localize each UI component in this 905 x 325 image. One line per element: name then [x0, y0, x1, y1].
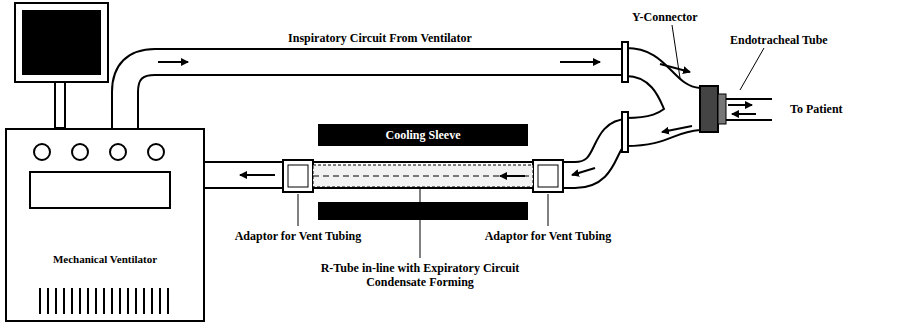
knob — [110, 144, 126, 160]
leader-lines — [298, 25, 764, 258]
knob — [148, 144, 164, 160]
part-label: Y-Connector — [632, 10, 698, 24]
knob — [34, 144, 50, 160]
r-tube — [313, 165, 533, 187]
inspiratory-tube-inner — [125, 62, 626, 130]
cooling-sleeve-band: Cooling Sleeve — [318, 124, 528, 146]
ventilator-box: Mechanical Ventilator — [5, 128, 205, 322]
part-label: R-Tube in-line with Expiratory Circuit C… — [295, 261, 545, 289]
vent-adaptor — [283, 160, 313, 192]
vent-adaptor — [533, 160, 563, 192]
part-label: Adaptor for Vent Tubing — [228, 229, 368, 243]
vent-adaptor — [288, 165, 308, 187]
display-panel — [30, 172, 170, 208]
part-label: To Patient — [790, 102, 843, 116]
tube-adaptor — [718, 94, 726, 124]
monitor-screen — [22, 10, 101, 75]
connector-joint — [622, 42, 628, 82]
vent-adaptor — [538, 165, 558, 187]
connector-joint — [622, 112, 628, 152]
tube-adaptor — [700, 86, 718, 132]
part-label: Adaptor for Vent Tubing — [478, 229, 618, 243]
band-label: Cooling Sleeve — [386, 128, 461, 142]
tube-label: Inspiratory Circuit From Ventilator — [288, 31, 472, 45]
endotracheal-tube — [726, 98, 772, 100]
device-label: Mechanical Ventilator — [7, 252, 203, 266]
part-label: Endotracheal Tube — [730, 33, 828, 47]
y-connector — [626, 48, 700, 146]
monitor-stand — [55, 82, 65, 128]
cooling-sleeve-band — [318, 202, 528, 220]
flow-arrows — [158, 62, 756, 176]
condensate-line — [313, 176, 533, 177]
monitor-frame — [15, 3, 108, 82]
vent-slots — [40, 288, 168, 314]
endotracheal-tube — [726, 119, 772, 121]
knob — [72, 144, 88, 160]
